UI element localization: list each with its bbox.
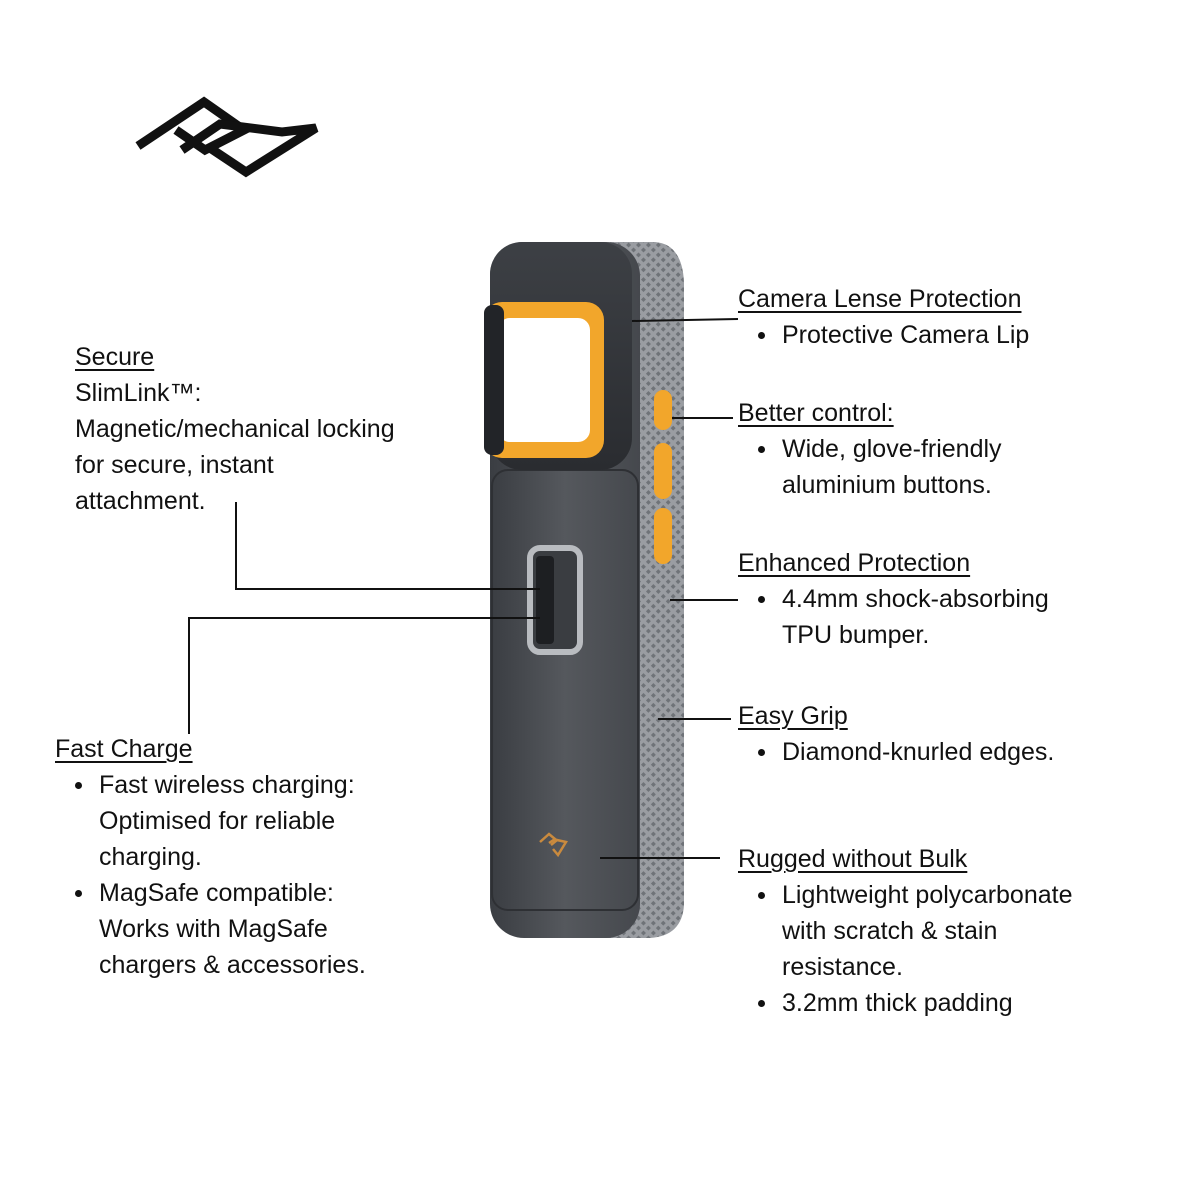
callout-title: Easy Grip <box>738 702 848 730</box>
callout-secure: Secure SlimLink™: Magnetic/mechanical lo… <box>75 339 395 519</box>
callout-title: Better control: <box>738 399 894 427</box>
volume-up-button-icon <box>654 443 672 499</box>
callout-bullet: Wide, glove-friendly aluminium buttons. <box>738 431 1002 503</box>
callout-bullet: Protective Camera Lip <box>738 317 1029 353</box>
callout-bullet: MagSafe compatible: Works with MagSafe c… <box>55 875 366 983</box>
callout-title: Rugged without Bulk <box>738 845 968 873</box>
callout-easy-grip: Easy Grip Diamond-knurled edges. <box>738 698 1054 770</box>
callout-bullet: 4.4mm shock-absorbing TPU bumper. <box>738 581 1049 653</box>
callout-bullet: Diamond-knurled edges. <box>738 734 1054 770</box>
callout-bullet: Fast wireless charging: Optimised for re… <box>55 767 366 875</box>
callout-enhanced-protection: Enhanced Protection 4.4mm shock-absorbin… <box>738 545 1049 653</box>
callout-camera-protection: Camera Lense Protection Protective Camer… <box>738 281 1029 353</box>
action-button-icon <box>654 390 672 430</box>
peak-design-logo-icon <box>135 96 319 178</box>
case-logo-icon <box>539 832 568 858</box>
callout-rugged: Rugged without Bulk Lightweight polycarb… <box>738 841 1072 1021</box>
callout-title: Fast Charge <box>55 735 193 763</box>
callout-title: Secure <box>75 343 155 371</box>
callout-title: Camera Lense Protection <box>738 285 1022 313</box>
phone-case-illustration <box>484 242 684 938</box>
callout-bullet: Lightweight polycarbonate with scratch &… <box>738 877 1072 985</box>
callout-better-control: Better control: Wide, glove-friendly alu… <box>738 395 1002 503</box>
callout-fast-charge: Fast Charge Fast wireless charging: Opti… <box>55 731 366 983</box>
callout-title: Enhanced Protection <box>738 549 971 577</box>
leader-lines <box>188 318 739 859</box>
volume-down-button-icon <box>654 508 672 564</box>
callout-bullet: 3.2mm thick padding <box>738 985 1072 1021</box>
